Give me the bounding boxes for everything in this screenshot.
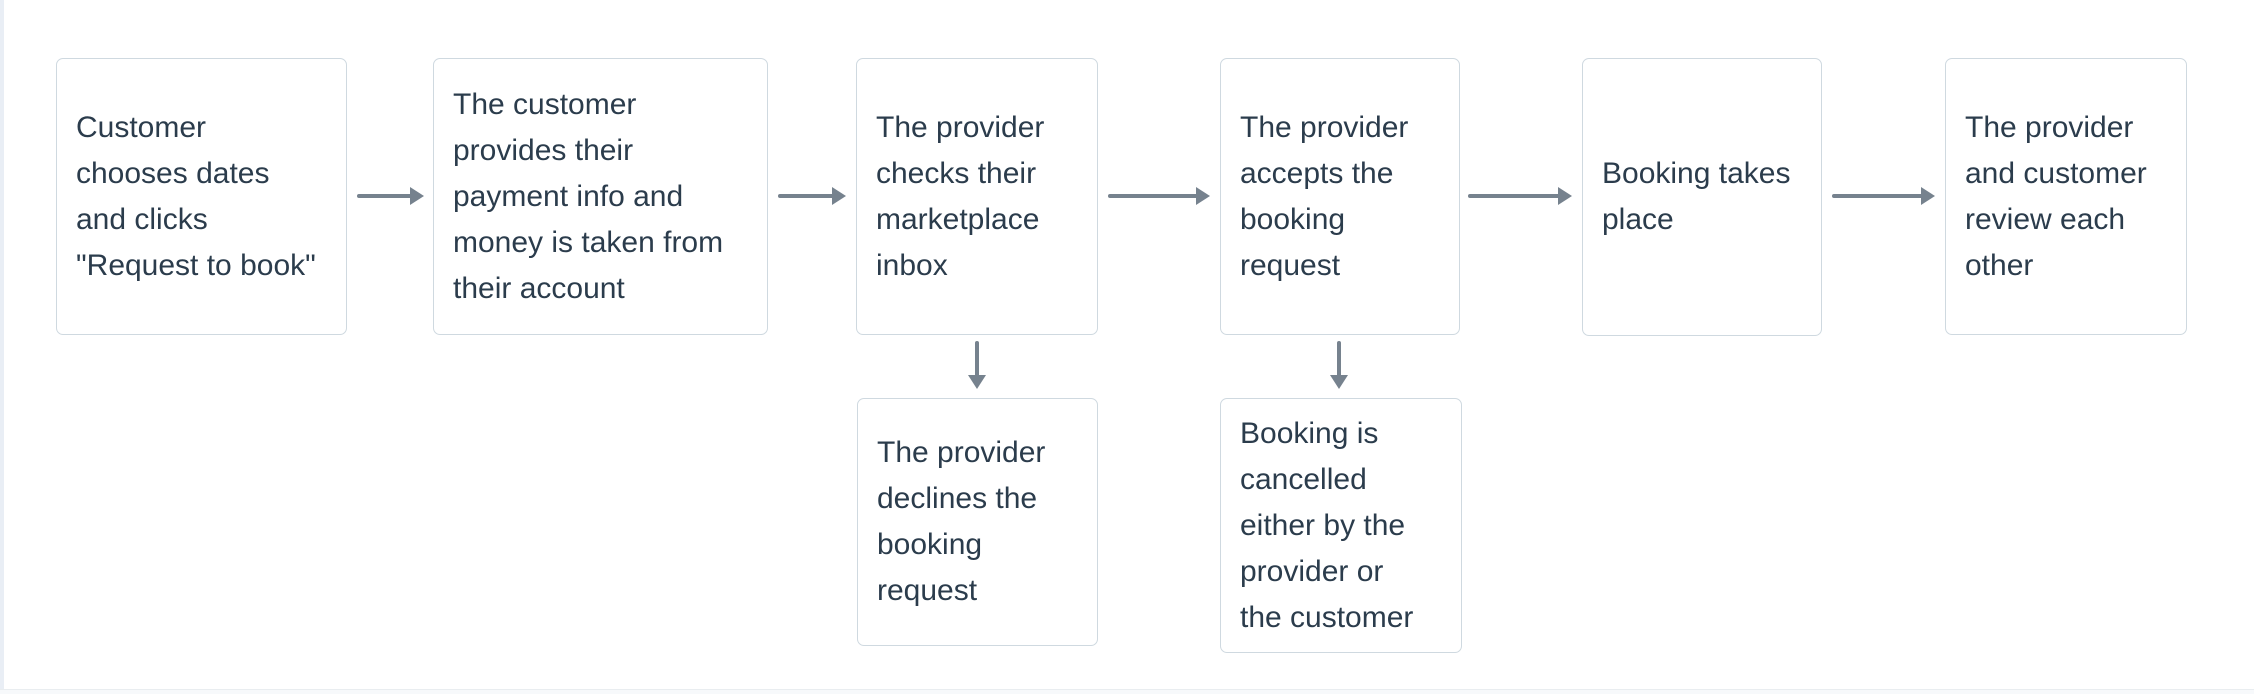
arrow-shaft bbox=[1337, 341, 1341, 377]
flow-node-booking-cancelled: Booking is cancelled either by the provi… bbox=[1220, 398, 1462, 653]
arrow-right-icon bbox=[1468, 187, 1572, 205]
page-edge-strip-left bbox=[0, 0, 4, 694]
arrow-shaft bbox=[975, 341, 979, 377]
flow-node-booking-takes-place: Booking takes place bbox=[1582, 58, 1822, 336]
arrow-down-icon bbox=[968, 341, 986, 389]
arrow-right-icon bbox=[357, 187, 424, 205]
arrow-right-icon bbox=[1108, 187, 1210, 205]
arrow-shaft bbox=[1468, 194, 1560, 198]
arrow-shaft bbox=[1108, 194, 1198, 198]
flow-node-customer-provides-payment: The customer provides their payment info… bbox=[433, 58, 768, 335]
arrow-shaft bbox=[778, 194, 834, 198]
page-edge-strip-bottom bbox=[0, 689, 2254, 694]
arrow-shaft bbox=[1832, 194, 1923, 198]
flow-node-provider-accepts-request: The provider accepts the booking request bbox=[1220, 58, 1460, 335]
arrow-right-icon bbox=[1832, 187, 1935, 205]
flow-node-provider-declines-request: The provider declines the booking reques… bbox=[857, 398, 1098, 646]
flow-node-provider-customer-review: The provider and customer review each ot… bbox=[1945, 58, 2187, 335]
arrow-down-icon bbox=[1330, 341, 1348, 389]
flow-node-provider-checks-inbox: The provider checks their marketplace in… bbox=[856, 58, 1098, 335]
arrow-right-icon bbox=[778, 187, 846, 205]
arrow-shaft bbox=[357, 194, 412, 198]
flow-node-customer-requests-booking: Customer chooses dates and clicks "Reque… bbox=[56, 58, 347, 335]
